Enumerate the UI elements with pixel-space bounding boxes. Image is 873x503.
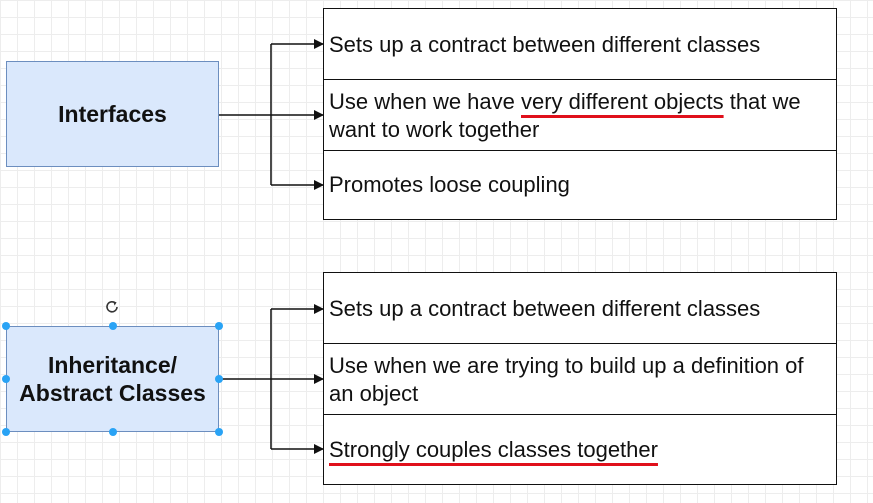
interfaces-point-3[interactable]: Promotes loose coupling xyxy=(324,150,836,219)
inheritance-point-3[interactable]: Strongly couples classes together xyxy=(324,414,836,484)
point-text: Sets up a contract between different cla… xyxy=(329,31,760,59)
interfaces-points-table: Sets up a contract between different cla… xyxy=(323,8,837,220)
resize-handle-left[interactable] xyxy=(2,375,10,383)
interfaces-connectors xyxy=(219,39,324,190)
point-text-part: Use when we are trying to build up a def… xyxy=(329,352,804,406)
inheritance-points-table: Sets up a contract between different cla… xyxy=(323,272,837,485)
interfaces-box[interactable]: Interfaces xyxy=(6,61,219,167)
point-text-part: Sets up a contract between different cla… xyxy=(329,295,761,321)
point-text: Promotes loose coupling xyxy=(329,171,570,199)
inheritance-box[interactable]: Inheritance/ Abstract Classes xyxy=(6,326,219,432)
point-text: Use when we have very different objects … xyxy=(329,88,832,144)
point-text: Use when we are trying to build up a def… xyxy=(329,352,832,408)
resize-handle-bottom-right[interactable] xyxy=(215,428,223,436)
inheritance-label: Inheritance/ Abstract Classes xyxy=(19,352,206,406)
rotate-icon[interactable] xyxy=(104,299,120,315)
point-text: Strongly couples classes together xyxy=(329,436,658,464)
underlined-highlight: Strongly couples classes together xyxy=(329,436,658,462)
resize-handle-bottom-left[interactable] xyxy=(2,428,10,436)
interfaces-point-2[interactable]: Use when we have very different objects … xyxy=(324,79,836,151)
interfaces-label: Interfaces xyxy=(58,101,167,127)
interfaces-point-1[interactable]: Sets up a contract between different cla… xyxy=(324,9,836,80)
resize-handle-top-left[interactable] xyxy=(2,322,10,330)
point-text-part: that we want to work together xyxy=(329,88,801,142)
resize-handle-bottom[interactable] xyxy=(109,428,117,436)
inheritance-point-1[interactable]: Sets up a contract between different cla… xyxy=(324,273,836,344)
point-text-part: Sets up a contract between different cla… xyxy=(329,31,761,57)
resize-handle-top[interactable] xyxy=(109,322,117,330)
point-text-part: Promotes loose coupling xyxy=(329,172,570,197)
inheritance-connectors xyxy=(219,304,324,454)
resize-handle-right[interactable] xyxy=(215,375,223,383)
point-text: Sets up a contract between different cla… xyxy=(329,295,760,323)
underlined-highlight: very different objects xyxy=(521,88,724,114)
inheritance-point-2[interactable]: Use when we are trying to build up a def… xyxy=(324,343,836,415)
point-text-part: Use when we have xyxy=(329,88,521,114)
resize-handle-top-right[interactable] xyxy=(215,322,223,330)
